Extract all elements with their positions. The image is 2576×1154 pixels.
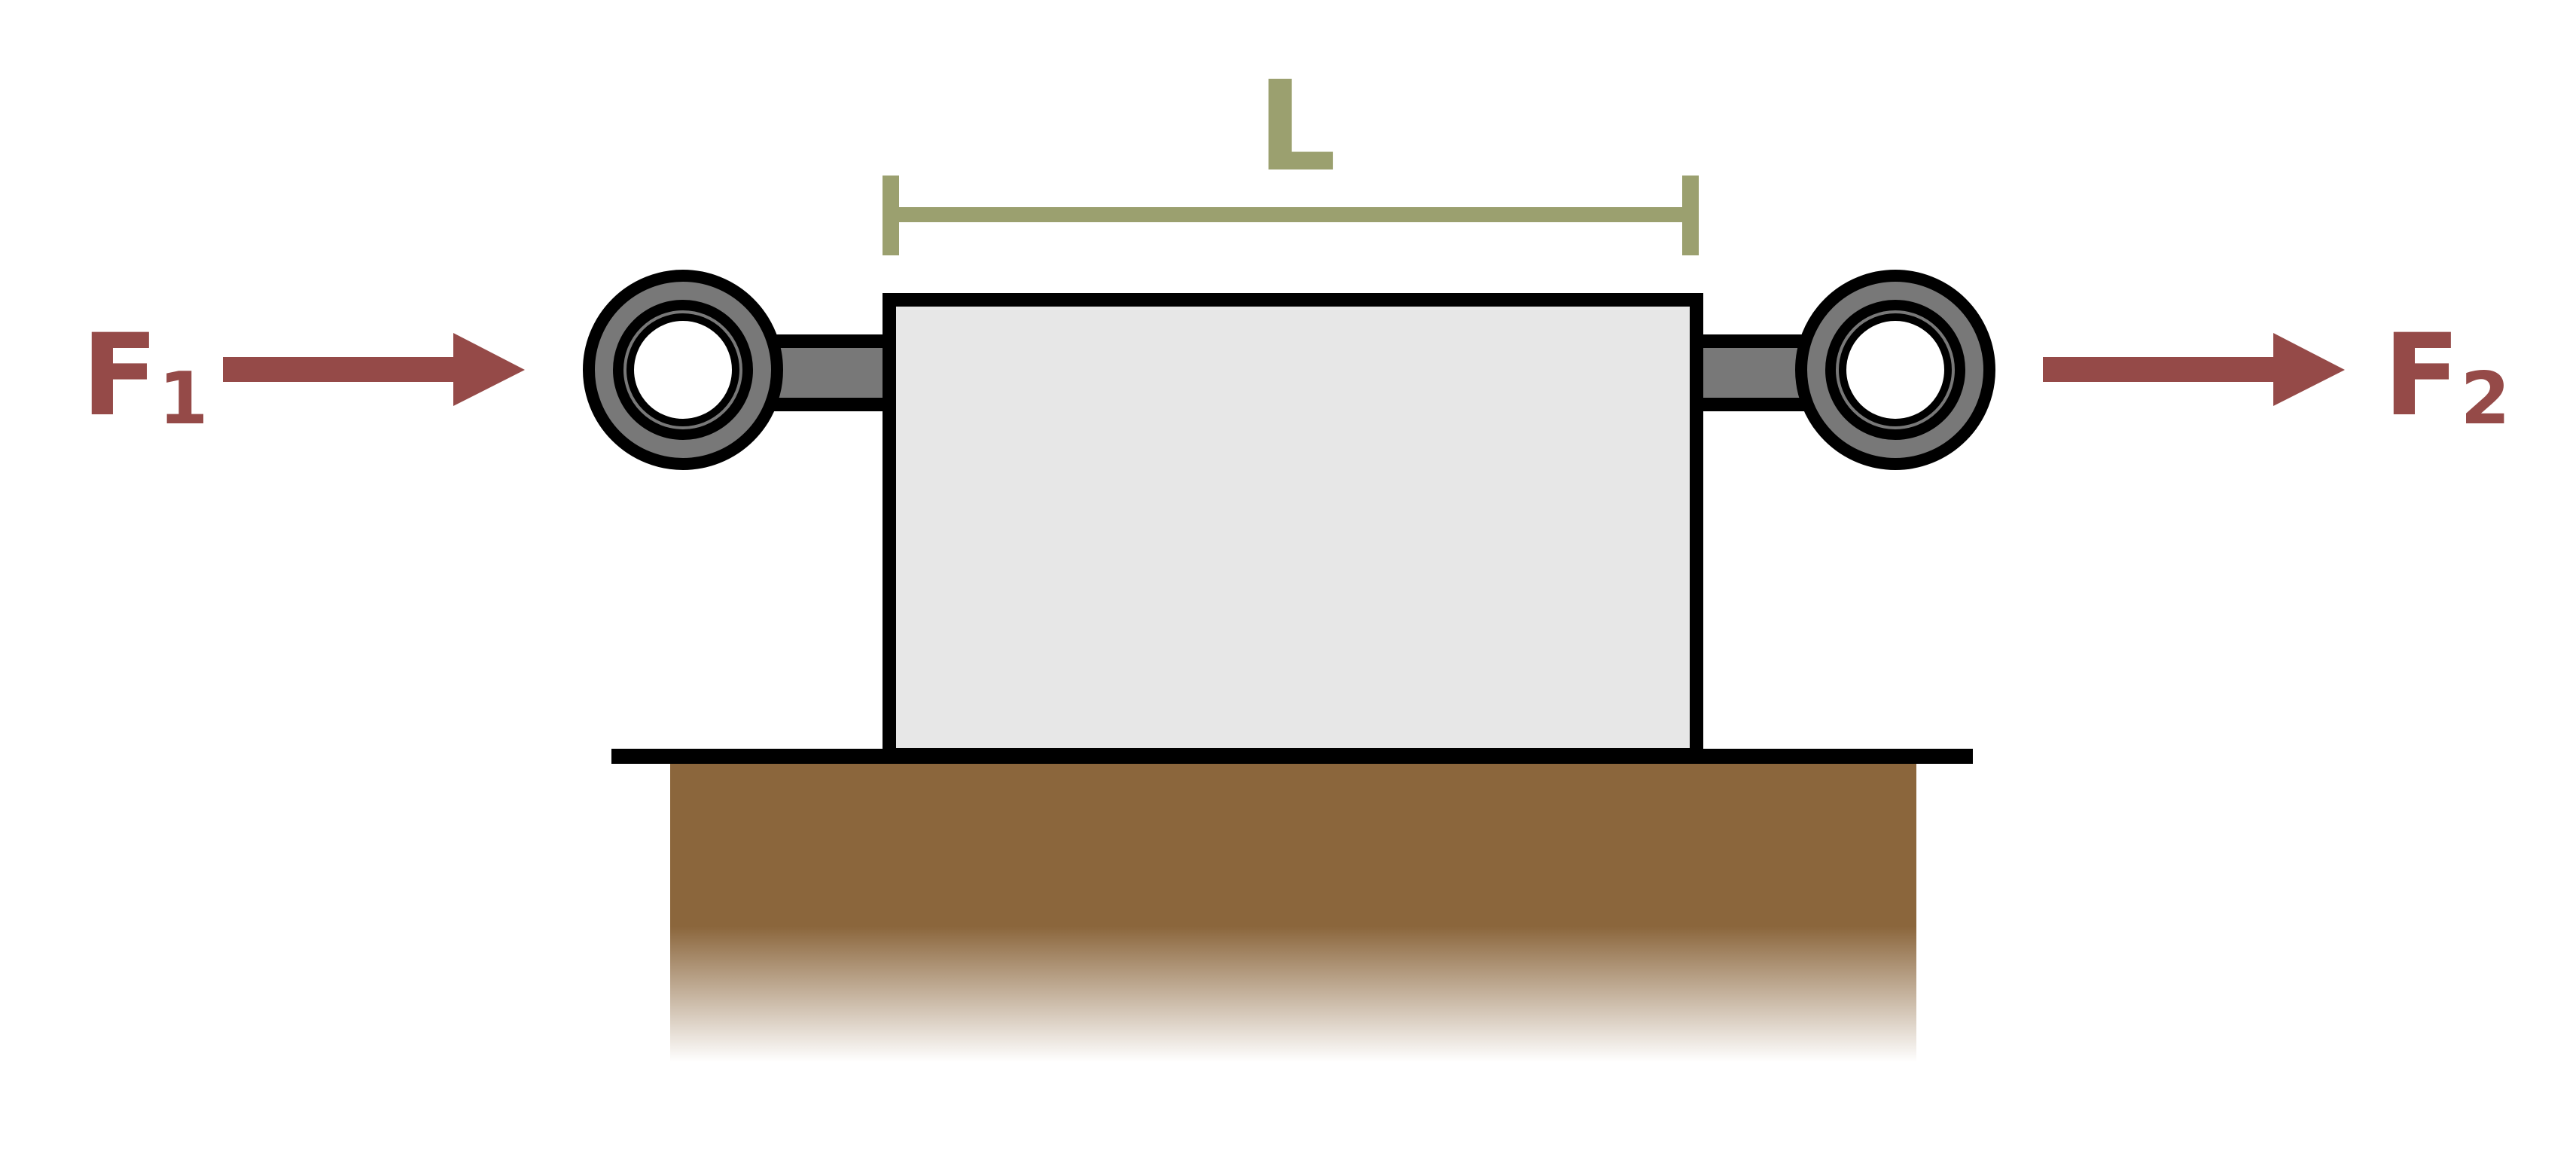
left-force-symbol: F (81, 310, 158, 441)
block (883, 293, 1703, 762)
ground-fill (670, 761, 1916, 1062)
right-force-arrow (2043, 333, 2345, 406)
dimension-label: L (1257, 54, 1336, 199)
left-force-label: F1 (81, 310, 209, 441)
left-force-subscript: 1 (158, 358, 208, 441)
left-connector-bar (761, 334, 907, 411)
right-force-label: F2 (2383, 310, 2510, 441)
right-eyelet (1795, 270, 1995, 470)
right-force-subscript: 2 (2460, 358, 2510, 441)
left-eyelet (583, 270, 783, 470)
dimension-line (883, 176, 1699, 255)
right-force-symbol: F (2383, 310, 2460, 441)
left-force-arrow (223, 333, 525, 406)
